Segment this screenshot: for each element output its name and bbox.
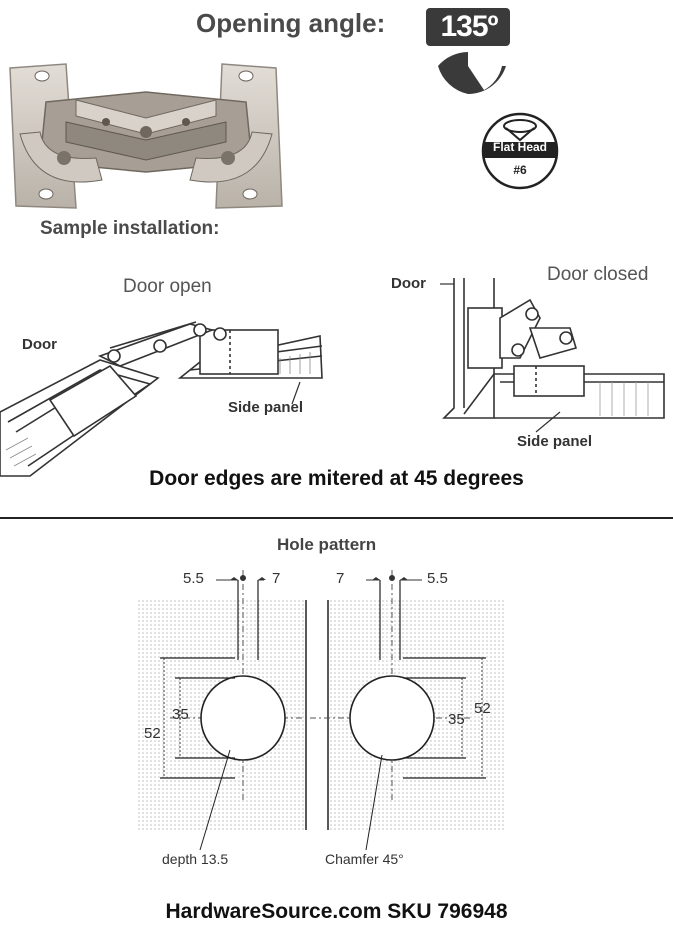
- section-divider: [0, 517, 673, 519]
- left-outer-spacing: 52: [144, 725, 161, 742]
- chamfer-callout: Chamfer 45°: [325, 851, 404, 867]
- sample-installation-heading: Sample installation:: [40, 218, 220, 239]
- sku-caption: HardwareSource.com SKU 796948: [165, 900, 508, 923]
- hole-pattern-diagram: [138, 570, 504, 850]
- door-closed-title: Door closed: [547, 264, 649, 285]
- door-open-title: Door open: [123, 276, 212, 297]
- hole-pattern-heading: Hole pattern: [277, 535, 377, 554]
- door-open-diagram: [0, 321, 323, 477]
- screw-type-label: Flat Head: [492, 140, 547, 154]
- side-panel-label-open: Side panel: [228, 399, 304, 416]
- depth-callout: depth 13.5: [162, 851, 229, 867]
- opening-angle-badge-icon: [426, 8, 510, 94]
- right-outer-spacing: 52: [474, 700, 491, 717]
- door-label-open: Door: [22, 336, 57, 353]
- screw-size-label: #6: [513, 163, 527, 177]
- flat-head-screw-icon: [481, 112, 559, 190]
- left-screw-offset: 7: [272, 570, 281, 587]
- right-edge-offset: 5.5: [427, 570, 448, 587]
- hinge-photo: [9, 63, 283, 209]
- left-inner-spacing: 35: [172, 706, 189, 723]
- door-label-closed: Door: [391, 275, 426, 292]
- door-closed-diagram: [440, 278, 665, 419]
- opening-angle-value: 135º: [440, 10, 498, 43]
- left-edge-offset: 5.5: [183, 570, 204, 587]
- opening-angle-label: Opening angle:: [196, 8, 386, 38]
- side-panel-label-closed: Side panel: [517, 433, 593, 450]
- miter-caption: Door edges are mitered at 45 degrees: [149, 467, 524, 490]
- right-inner-spacing: 35: [448, 711, 465, 728]
- right-screw-offset: 7: [336, 570, 345, 587]
